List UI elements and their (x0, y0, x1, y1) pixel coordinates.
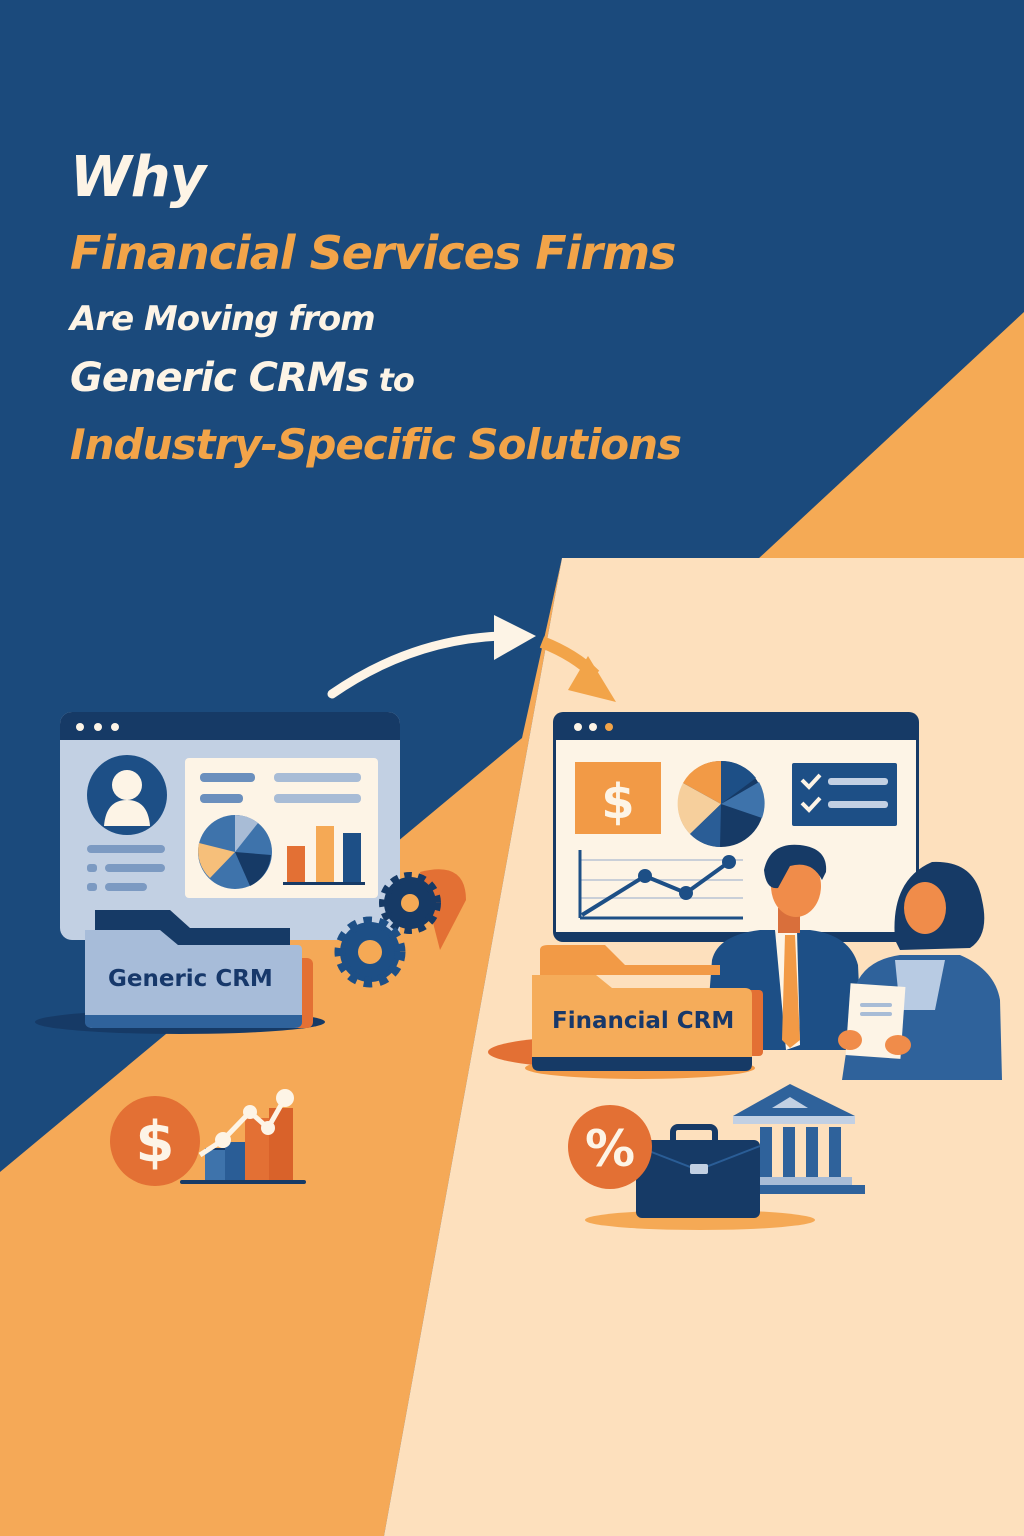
pie-chart-icon (677, 760, 765, 847)
dollar-growth-icon: $ (110, 1089, 306, 1186)
percent-icon: % (568, 1105, 652, 1189)
advisor-woman-figure (838, 861, 1002, 1080)
gear-icon (334, 869, 466, 988)
headline-line-moving-from: Are Moving from (70, 299, 376, 339)
financial-crm-window: $ (553, 712, 919, 942)
briefcase-icon (635, 1124, 761, 1218)
arrow-right-icon (327, 615, 616, 702)
headline-line-financial-services: Financial Services Firms (70, 226, 676, 280)
svg-text:%: % (585, 1120, 635, 1178)
svg-text:$: $ (601, 774, 634, 830)
headline: Why Financial Services Firms Are Moving … (70, 145, 682, 469)
bank-icon (733, 1084, 865, 1194)
generic-crm-folder (85, 910, 313, 1028)
financial-crm-label: Financial CRM (552, 1008, 735, 1034)
user-avatar-icon (87, 755, 167, 835)
generic-crm-window (35, 712, 400, 1034)
pie-chart-icon (198, 815, 272, 889)
headline-generic-crms-text: Generic CRMs (70, 355, 369, 401)
generic-crm-label: Generic CRM (108, 966, 273, 992)
financial-crm-folder (488, 945, 763, 1079)
checklist-icon (792, 763, 897, 826)
line-chart-icon (578, 850, 743, 920)
bar-chart-icon (283, 826, 365, 885)
headline-line-industry-specific: Industry-Specific Solutions (70, 420, 682, 469)
svg-text:$: $ (136, 1110, 175, 1175)
headline-to-text: to (368, 361, 415, 399)
dollar-icon: $ (575, 762, 661, 834)
headline-line-generic-crms: Generic CRMs to (70, 358, 681, 398)
headline-line-why: Why (70, 145, 206, 210)
